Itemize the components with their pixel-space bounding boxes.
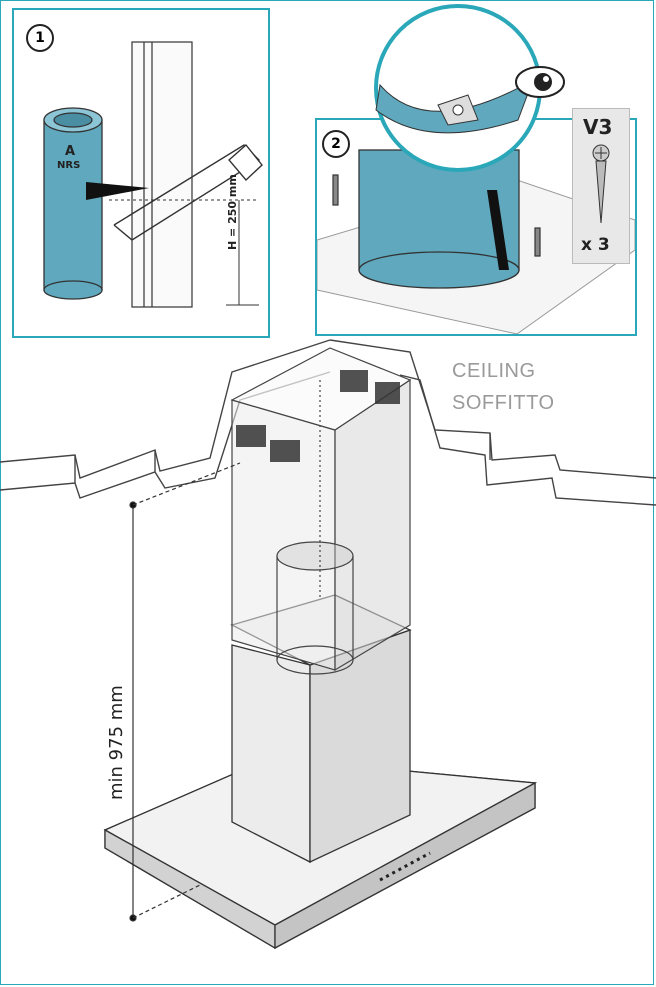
pipe-label-a: A	[65, 144, 76, 159]
nrs-pipe	[43, 107, 103, 300]
screw-icon	[592, 144, 610, 224]
screw-kit-box: V3 x 3	[572, 108, 630, 264]
screw-quantity: x 3	[581, 235, 610, 255]
step-2-drawing	[317, 149, 635, 334]
height-dimension	[129, 462, 241, 922]
saw	[113, 143, 263, 241]
height-250-label: H = 250 mm	[226, 174, 239, 250]
upper-chimney	[230, 347, 412, 675]
step-1-drawing	[43, 41, 263, 308]
eye-icon	[515, 66, 565, 98]
step-1-panel: 1 A NRS H = 250 mm	[12, 8, 270, 338]
magnifier-detail	[374, 4, 542, 172]
step-2-badge: 2	[322, 130, 350, 158]
min-height-label: min 975 mm	[106, 685, 127, 800]
step-1-badge: 1	[26, 24, 54, 52]
pipe-label-nrs: NRS	[57, 160, 81, 171]
screw-code: V3	[583, 115, 613, 139]
ceiling-label: CEILING	[452, 360, 536, 382]
soffitto-label: SOFFITTO	[452, 392, 555, 414]
